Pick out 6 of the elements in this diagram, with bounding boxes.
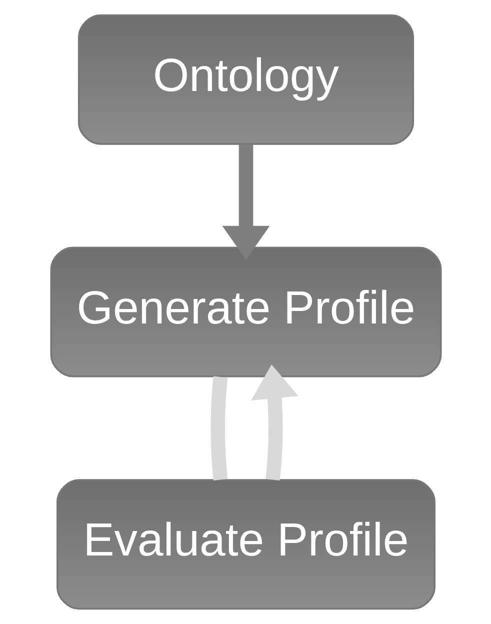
- arrow: [250, 364, 298, 480]
- connector: [210, 376, 228, 480]
- node-box: Generate Profile: [50, 246, 442, 378]
- node-box: Ontology: [77, 14, 414, 145]
- node-box: Evaluate Profile: [56, 479, 435, 610]
- arrow: [222, 144, 270, 260]
